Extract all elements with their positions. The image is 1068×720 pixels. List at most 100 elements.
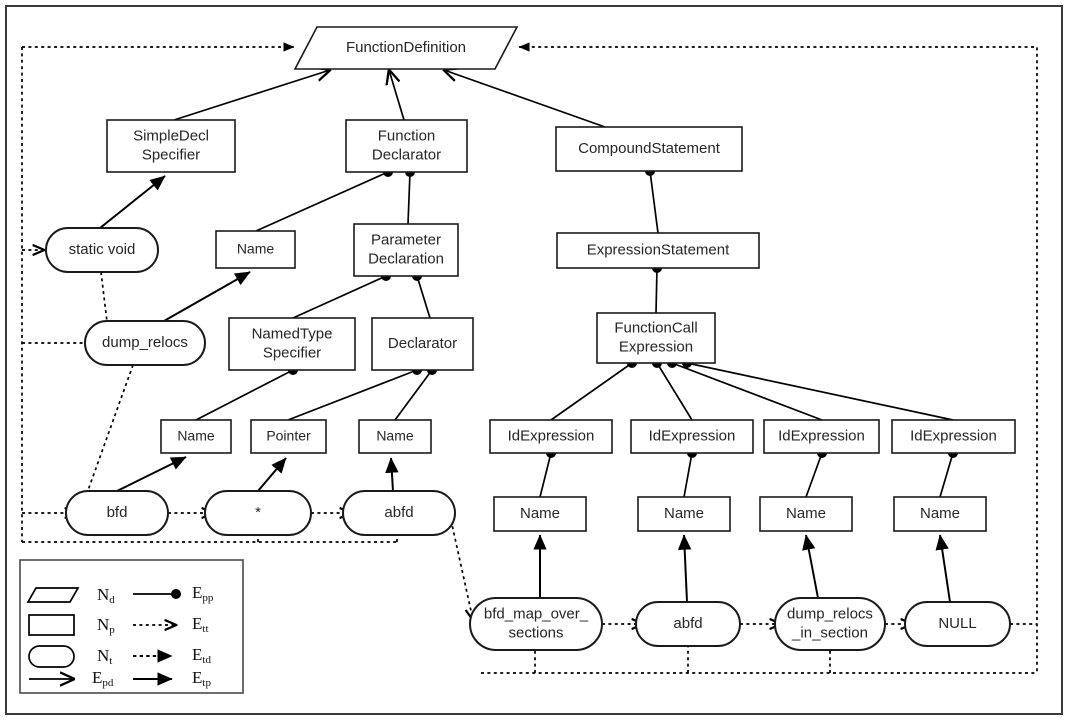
node-label-name_c2: Name bbox=[664, 505, 704, 522]
node-label-idexpr3: IdExpression bbox=[778, 427, 865, 444]
edge-pp-declarator-pointer bbox=[287, 369, 418, 421]
edge-pd-funcdecl-funcdef bbox=[389, 70, 405, 121]
legend-symbol-etp: E bbox=[192, 668, 202, 687]
node-label-name_c4: Name bbox=[920, 505, 960, 522]
edge-pp-exprstmt-funccall bbox=[655, 267, 658, 314]
node-label-name_fd: Name bbox=[237, 240, 275, 256]
legend-label-etd: Etd bbox=[192, 645, 211, 666]
node-declarator[interactable]: Declarator bbox=[371, 317, 474, 371]
edge-pp-funccall-idexpr2 bbox=[656, 362, 693, 421]
edge-tt-dumprelocs-bfd bbox=[76, 364, 134, 513]
node-name_fd[interactable]: Name bbox=[215, 230, 296, 269]
node-dumprelocs[interactable]: dump_relocs bbox=[84, 320, 206, 366]
legend-label-nt: Nt bbox=[97, 646, 112, 667]
edge-pp-funccall-idexpr1 bbox=[550, 362, 633, 421]
edge-tt-right-rail bbox=[518, 42, 1038, 673]
legend-label-epp: Epp bbox=[192, 583, 214, 604]
node-dumpsec[interactable]: dump_relocs_in_section bbox=[774, 597, 886, 651]
image-border bbox=[5, 5, 1063, 715]
edges-pd bbox=[173, 70, 606, 128]
node-shape-rect bbox=[630, 419, 754, 454]
legend-sub-nd: d bbox=[109, 594, 115, 606]
node-label-abfd1: abfd bbox=[384, 504, 413, 521]
edge-pp-funccall-idexpr4 bbox=[686, 362, 954, 421]
node-null[interactable]: NULL bbox=[904, 601, 1011, 647]
node-shape-rect bbox=[489, 419, 613, 454]
node-staticvoid[interactable]: static void bbox=[45, 227, 159, 273]
node-exprstmt[interactable]: ExpressionStatement bbox=[556, 232, 760, 269]
edge-pd-compound-funcdef bbox=[444, 70, 606, 128]
node-label-bfdmap: bfd_map_over_sections bbox=[484, 605, 589, 641]
node-shape-parallelogram bbox=[293, 26, 519, 70]
node-shape-rect bbox=[596, 312, 716, 364]
edge-tp-star-pointer bbox=[257, 457, 287, 492]
edge-pp-funccall-idexpr3 bbox=[671, 362, 823, 421]
node-name_c1[interactable]: Name bbox=[493, 496, 587, 532]
node-compound[interactable]: CompoundStatement bbox=[555, 126, 743, 172]
edge-tp-dumprelocs-name bbox=[163, 271, 251, 322]
edge-pp-compound-exprstmt bbox=[649, 170, 659, 234]
edge-pp-funcdecl-name bbox=[255, 171, 389, 232]
node-label-compound: CompoundStatement bbox=[578, 140, 721, 157]
edge-pp-idexpr1-name bbox=[539, 452, 552, 498]
legend-sub-ett: tt bbox=[202, 623, 208, 635]
legend-label-etp: Etp bbox=[192, 668, 211, 689]
edge-tp-abfd2-name bbox=[677, 534, 692, 603]
edge-tp-abfd-name bbox=[385, 457, 399, 492]
node-name_c4[interactable]: Name bbox=[893, 496, 987, 532]
node-shape-rect bbox=[250, 419, 327, 454]
legend-symbol-ett: E bbox=[192, 614, 202, 633]
edge-tp-staticvoid-simpledecl bbox=[99, 175, 166, 229]
legend-glyph-parallelogram bbox=[26, 587, 80, 603]
edge-pd-simpledecl-funcdef bbox=[173, 70, 330, 121]
node-idexpr3[interactable]: IdExpression bbox=[763, 419, 880, 454]
legend-symbol-np: N bbox=[97, 615, 109, 634]
node-abfd2[interactable]: abfd bbox=[635, 601, 741, 647]
node-name_c3[interactable]: Name bbox=[759, 496, 853, 532]
node-abfd1[interactable]: abfd bbox=[342, 490, 456, 536]
node-shape-stadium bbox=[342, 490, 456, 536]
node-bfdmap[interactable]: bfd_map_over_sections bbox=[469, 597, 603, 651]
legend-glyph-dot bbox=[171, 589, 181, 599]
legend-symbol-nt: N bbox=[97, 646, 109, 665]
node-star[interactable]: * bbox=[204, 490, 312, 536]
node-idexpr2[interactable]: IdExpression bbox=[630, 419, 754, 454]
node-shape-rect bbox=[215, 230, 296, 269]
edge-pp-paramdecl-declarator bbox=[416, 275, 431, 319]
node-idexpr1[interactable]: IdExpression bbox=[489, 419, 613, 454]
node-name_abfd[interactable]: Name bbox=[358, 419, 432, 454]
node-label-name_c1: Name bbox=[520, 505, 560, 522]
node-label-name_c3: Name bbox=[786, 505, 826, 522]
node-label-bfd: bfd bbox=[107, 504, 128, 521]
edge-pp-idexpr2-name bbox=[683, 452, 693, 498]
node-bfd[interactable]: bfd bbox=[65, 490, 169, 536]
legend-sub-nt: t bbox=[109, 655, 112, 667]
edge-pp-funcdecl-paramdecl bbox=[407, 171, 411, 225]
node-label-pointer: Pointer bbox=[266, 427, 311, 443]
node-shape-rect bbox=[893, 496, 987, 532]
node-idexpr4[interactable]: IdExpression bbox=[891, 419, 1016, 454]
node-name_c2[interactable]: Name bbox=[637, 496, 731, 532]
node-label-abfd2: abfd bbox=[673, 615, 702, 632]
node-shape-rect bbox=[555, 126, 743, 172]
node-shape-rect bbox=[556, 232, 760, 269]
node-pointer[interactable]: Pointer bbox=[250, 419, 327, 454]
node-shape-rect bbox=[358, 419, 432, 454]
legend-label-ett: Ett bbox=[192, 614, 209, 635]
edge-tt-abfd-bfdmap bbox=[450, 519, 473, 620]
node-funcdef[interactable]: FunctionDefinition bbox=[293, 26, 519, 70]
node-shape-stadium bbox=[204, 490, 312, 536]
legend-sub-epp: pp bbox=[202, 592, 214, 604]
node-shape-rect bbox=[106, 119, 236, 173]
node-name_bfd[interactable]: Name bbox=[160, 419, 232, 454]
